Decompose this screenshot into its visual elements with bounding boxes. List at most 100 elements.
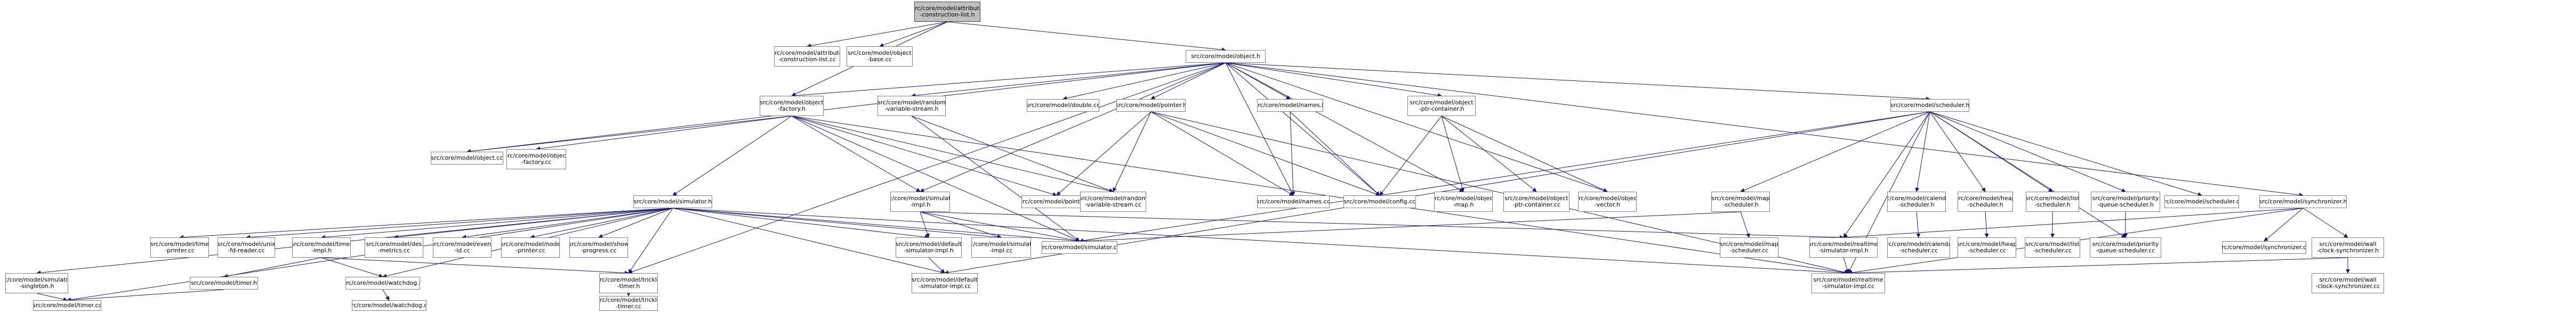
edge-names-h-to-config-cc (1290, 111, 1380, 196)
edge-timer-impl-h-to-timer-h (223, 257, 322, 278)
node-label-line: -variable-stream.h (884, 105, 939, 112)
node-ptr-container-h[interactable]: src/core/model/object-ptr-container.h (1407, 96, 1476, 116)
node-rt-sim-impl-cc[interactable]: src/core/model/realtime-simulator-impl.c… (1812, 273, 1885, 293)
node-cal-sched-h[interactable]: src/core/model/calendar-scheduler.h (1887, 192, 1946, 212)
node-random-h[interactable]: src/core/model/random-variable-stream.h (878, 96, 946, 116)
node-map-sched-cc[interactable]: src/core/model/map-scheduler.cc (1720, 237, 1778, 258)
node-timer-h[interactable]: src/core/model/timer.h (190, 277, 258, 290)
edge-random-h-to-random-cc (911, 116, 1114, 193)
node-names-cc[interactable]: src/core/model/names.cc (1257, 195, 1330, 208)
node-wall-sync-h[interactable]: src/core/model/wall-clock-synchronizer.h (2312, 237, 2384, 258)
node-label-line: src/core/model/des (366, 240, 422, 248)
node-label-line: src/core/model/simulator.h (633, 197, 712, 205)
node-root[interactable]: src/core/model/attribute-construction-li… (914, 2, 980, 22)
node-des-metrics-cc[interactable]: src/core/model/des-metrics.cc (365, 237, 423, 258)
edge-simulator-h-to-def-sim-impl-cc (672, 208, 945, 275)
node-label-line: src/core/model/names.h (1257, 101, 1323, 109)
node-label-line: src/core/model/scheduler.cc (2164, 197, 2239, 205)
node-label-line: src/core/model/object (1434, 194, 1493, 202)
node-timer-impl-h[interactable]: src/core/model/timer-impl.h (292, 237, 351, 258)
node-scheduler-cc[interactable]: src/core/model/scheduler.cc (2164, 195, 2239, 208)
node-scheduler-h[interactable]: src/core/model/scheduler.h (1890, 99, 1969, 112)
edge-pointer-h-to-names-cc (1150, 111, 1294, 196)
edge-scheduler-h-to-simulator-cc (1079, 111, 1930, 243)
node-label-line: -progress.cc (581, 247, 617, 254)
node-simimpl-h[interactable]: src/core/model/simulator-impl.h (890, 192, 950, 212)
node-label-line: src/core/model/synchronizer.cc (2222, 243, 2306, 251)
node-watchdog-cc[interactable]: src/core/model/watchdog.cc (352, 300, 426, 311)
node-list-sched-h[interactable]: src/core/model/list-scheduler.h (2026, 192, 2079, 212)
node-wall-sync-cc[interactable]: src/core/model/wall-clock-synchronizer.c… (2312, 273, 2384, 293)
edge-factory-h-to-pointer-cc (791, 116, 1057, 196)
node-unix-fd-cc[interactable]: src/core/model/unix-fd-reader.cc (218, 237, 275, 258)
node-config-cc[interactable]: src/core/model/config.cc (1343, 195, 1416, 208)
edge-object-h-to-names-cc (1225, 62, 1294, 196)
node-factory-cc[interactable]: src/core/model/object-factory.cc (506, 149, 566, 169)
node-def-sim-impl-h[interactable]: src/core/model/default-simulator-impl.h (896, 237, 962, 258)
node-label-line: src/core/model/config.cc (1343, 197, 1416, 205)
node-watchdog-h[interactable]: src/core/model/watchdog.h (345, 277, 420, 290)
node-label-line: src/core/model/trickle (599, 296, 658, 303)
node-heap-sched-cc[interactable]: src/core/model/heap-scheduler.cc (1958, 237, 2016, 258)
node-prio-sched-h[interactable]: src/core/model/priority-queue-scheduler.… (2091, 192, 2160, 212)
edge-simulator-h-to-trickle-h (628, 208, 673, 274)
node-label-line: -impl.cc (989, 247, 1013, 254)
node-rt-sim-impl-h[interactable]: src/core/model/realtime-simulator-impl.h (1809, 237, 1878, 258)
edge-object-h-to-objmap-h (1225, 62, 1464, 192)
node-simulator-cc[interactable]: src/core/model/simulator.cc (1042, 241, 1117, 254)
node-list-sched-cc[interactable]: src/core/model/list-scheduler.cc (2025, 237, 2080, 258)
node-def-sim-impl-cc[interactable]: src/core/model/default-simulator-impl.cc (912, 273, 978, 293)
node-attr-cc[interactable]: src/core/model/attribute-construction-li… (774, 46, 840, 67)
node-ptrcont-cc[interactable]: src/core/model/object-ptr-container.cc (1503, 192, 1569, 212)
node-double-cc[interactable]: src/core/model/double.cc (1027, 99, 1099, 112)
edge-def-sim-impl-h-to-def-sim-impl-cc (928, 257, 945, 274)
node-objmap-h[interactable]: src/core/model/object-map.h (1434, 192, 1493, 212)
node-trickle-h[interactable]: src/core/model/trickle-timer.h (599, 273, 658, 293)
edge-sync-h-to-rt-sim-impl-h (1843, 208, 2304, 240)
node-label-line: -metrics.cc (377, 247, 410, 254)
node-sim-singleton-h[interactable]: src/core/model/simulation-singleton.h (5, 273, 68, 293)
node-label-line: -impl.h (909, 201, 931, 208)
node-sync-h[interactable]: src/core/model/synchronizer.h (2259, 195, 2347, 208)
node-label-line: -factory.cc (521, 159, 552, 166)
node-event-id-cc[interactable]: src/core/model/event-id.cc (433, 237, 492, 258)
node-factory-h[interactable]: src/core/model/object-factory.h (760, 96, 824, 116)
node-label-line: src/core/model/priority (2092, 240, 2159, 248)
node-sync-cc[interactable]: src/core/model/synchronizer.cc (2222, 241, 2306, 254)
node-label-line: -vector.h (1594, 201, 1621, 208)
edge-sync-h-to-wall-sync-h (2303, 208, 2348, 238)
node-prio-sched-cc[interactable]: src/core/model/priority-queue-scheduler.… (2090, 237, 2161, 258)
node-object-cc[interactable]: src/core/model/object.cc (431, 152, 503, 164)
node-label-line: src/core/model/unix (218, 240, 275, 248)
node-time-printer-cc[interactable]: src/core/model/time-printer.cc (150, 237, 209, 258)
node-obj-base-cc[interactable]: src/core/model/object-base.cc (847, 46, 913, 67)
edge-factory-h-to-object-cc (466, 116, 792, 154)
node-objvec-h[interactable]: src/core/model/object-vector.h (1578, 192, 1637, 212)
node-heap-sched-h[interactable]: src/core/model/heap-scheduler.h (1958, 192, 2013, 212)
node-trickle-cc[interactable]: src/core/model/trickle-timer.cc (599, 296, 658, 311)
node-simulator-h[interactable]: src/core/model/simulator.h (633, 195, 712, 208)
edge-simimpl-h-to-rt-sim-impl-h (920, 211, 1844, 240)
node-label-line: src/core/model/watchdog.h (345, 279, 420, 286)
edge-scheduler-h-to-prio-sched-cc (1929, 111, 2126, 238)
node-label-line: src/core/model/double.cc (1027, 101, 1099, 109)
node-label-line: -timer.cc (616, 303, 641, 310)
node-simimpl-cc[interactable]: src/core/model/simulator-impl.cc (971, 237, 1031, 258)
node-label-line: -simulator-impl.cc (1822, 283, 1875, 290)
node-label-line: src/core/model/list (2025, 240, 2080, 248)
node-label-line: -scheduler.h (2034, 201, 2071, 208)
node-node-printer-cc[interactable]: src/core/model/node-printer.cc (501, 237, 560, 258)
node-show-progress-cc[interactable]: src/core/model/show-progress.cc (569, 237, 628, 258)
node-random-cc[interactable]: src/core/model/random-variable-stream.cc (1080, 192, 1146, 212)
edge-timer-impl-h-to-watchdog-h (321, 257, 383, 278)
node-map-sched-h[interactable]: src/core/model/map-scheduler.h (1711, 192, 1770, 212)
node-cal-sched-cc[interactable]: src/core/model/calendar-scheduler.cc (1887, 237, 1950, 258)
node-object-h[interactable]: src/core/model/object.h (1186, 50, 1266, 63)
edge-simulator-h-to-simulator-cc (672, 208, 1080, 243)
node-names-h[interactable]: src/core/model/names.h (1257, 99, 1323, 112)
edge-sync-h-to-sync-cc (2264, 208, 2304, 242)
node-timer-cc[interactable]: src/core/model/timer.cc (33, 300, 101, 311)
node-label-line: -map.h (1453, 201, 1474, 208)
edge-simulator-h-to-event-id-cc (462, 208, 673, 239)
node-pointer-h[interactable]: src/core/model/pointer.h (1116, 99, 1186, 112)
